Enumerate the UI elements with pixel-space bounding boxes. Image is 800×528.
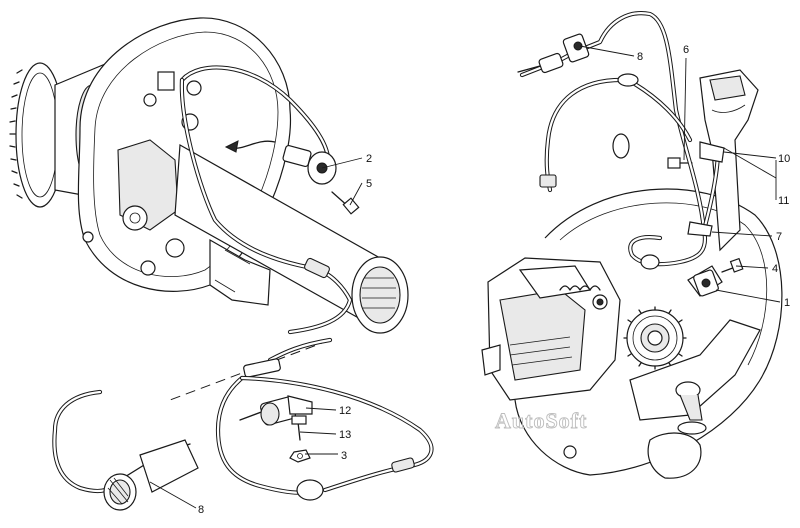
wheel-speed-sensor-1: [693, 269, 719, 297]
steering-knuckle-arm: [699, 69, 759, 252]
callout-13: 12: [339, 405, 351, 417]
front-sensor-cable: [517, 11, 725, 270]
callout-2: 2: [366, 153, 372, 165]
sensor-13-assembly: [215, 337, 434, 501]
callout-10: 8: [637, 51, 643, 63]
screw-14: [291, 415, 307, 441]
rear-hub-assembly: [9, 17, 409, 334]
nut-3: [289, 449, 311, 463]
bolt-4: [721, 257, 744, 273]
leader-lines: [149, 45, 781, 509]
callout-6: 6: [683, 44, 689, 56]
front-knuckle-assembly: [481, 69, 783, 479]
sensor-8-assembly: [52, 389, 199, 511]
rear-sensor-cable: [179, 65, 353, 335]
callout-labels: 2 5 3 13 12 8 8 6 10 11 7 4 1: [198, 44, 790, 516]
callout-12: 11: [778, 195, 789, 207]
callout-3: 3: [341, 450, 347, 462]
callout-14: 13: [339, 429, 351, 441]
callout-4: 4: [772, 263, 778, 275]
wheel-speed-sensor-2: [282, 144, 337, 185]
callout-7: 7: [776, 231, 782, 243]
callout-5: 5: [366, 178, 372, 190]
callout-1: 1: [784, 297, 790, 309]
bolt-5: [331, 191, 360, 215]
callout-11: 10: [778, 153, 790, 165]
callout-8: 8: [198, 504, 204, 516]
watermark: AutoSoft: [495, 408, 587, 433]
